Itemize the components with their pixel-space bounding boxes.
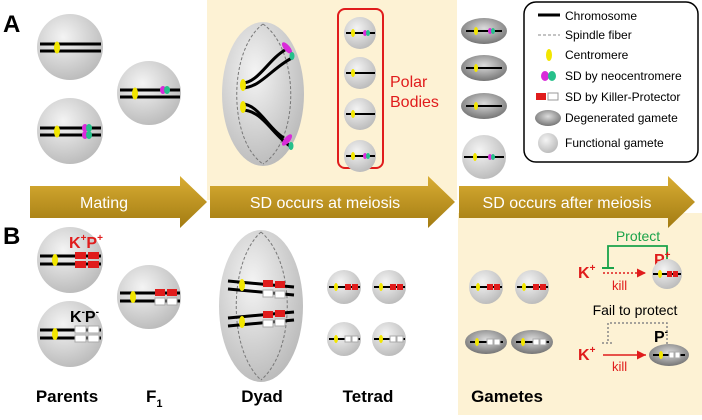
k-plus-label-top: K+: [578, 263, 596, 282]
legend-degenerated-swatch: [535, 110, 561, 126]
parent-cell-b2: [37, 301, 103, 367]
gamete-a-1: [461, 18, 507, 44]
legend-protector-swatch: [547, 92, 559, 101]
legend-neo-swatch-1: [541, 71, 549, 81]
meiosis-cell-a: [222, 22, 304, 166]
tetrad-cell-2: [372, 270, 406, 304]
legend-functional-swatch: [538, 133, 558, 153]
legend-neo-swatch-2: [548, 71, 556, 81]
legend-centromere-swatch: [546, 49, 552, 61]
label-f1: F1: [146, 387, 163, 410]
gamete-b-3: [465, 330, 507, 354]
f1-cell-b: [117, 265, 181, 329]
parent-cell-a2: [37, 98, 103, 164]
legend-centromere: Centromere: [565, 48, 629, 62]
gamete-b-1: [469, 270, 503, 304]
mating-arrow: Mating: [30, 176, 207, 228]
polar-body-3: [344, 98, 376, 130]
legend-degenerated: Degenerated gamete: [565, 111, 678, 125]
legend-chromosome: Chromosome: [565, 9, 637, 23]
kill-label-top: kill: [612, 278, 627, 293]
p-plus-label: P+: [654, 250, 671, 269]
genotype-kp-plus: K+P+: [69, 233, 103, 252]
gamete-b-2: [515, 270, 549, 304]
label-dyad: Dyad: [241, 387, 283, 406]
parent-cell-b1: [37, 227, 103, 293]
legend-killer-swatch: [536, 93, 546, 100]
label-gametes: Gametes: [471, 387, 543, 406]
dyad-cell: [219, 230, 303, 382]
after-meiosis-arrow: SD occurs after meiosis: [459, 176, 695, 228]
meiosis-arrow: SD occurs at meiosis: [210, 176, 455, 228]
polar-bodies-label-2: Bodies: [390, 94, 439, 111]
legend-spindle: Spindle fiber: [565, 28, 632, 42]
panel-label-b: B: [3, 223, 20, 250]
legend: Chromosome Spindle fiber Centromere SD b…: [523, 1, 699, 163]
f1-cell-a: [117, 61, 181, 125]
gamete-a-2: [461, 55, 507, 81]
tetrad-cell-3: [327, 322, 361, 356]
meiosis-arrow-label: SD occurs at meiosis: [250, 195, 400, 212]
genotype-kp-minus: K-P-: [70, 307, 99, 326]
k-plus-label-bottom: K+: [578, 345, 596, 364]
protect-label: Protect: [616, 228, 660, 244]
polar-bodies-label-1: Polar: [390, 74, 428, 91]
kill-label-bottom: kill: [612, 359, 627, 374]
polar-body-2: [344, 57, 376, 89]
fail-to-protect-mechanism: Fail to protect P- K+ kill: [578, 302, 689, 374]
panel-label-a: A: [3, 11, 20, 38]
gamete-a-4: [462, 135, 506, 179]
legend-neocentromere: SD by neocentromere: [565, 69, 682, 83]
legend-functional: Functional gamete: [565, 136, 664, 150]
polar-body-1: [344, 17, 376, 49]
gamete-b-4: [511, 330, 553, 354]
legend-killer-protector: SD by Killer-Protector: [565, 90, 680, 104]
label-parents: Parents: [36, 387, 98, 406]
p-minus-label: P-: [654, 327, 668, 346]
protect-mechanism: Protect P+ K+ kill: [578, 228, 682, 293]
after-meiosis-arrow-label: SD occurs after meiosis: [483, 195, 652, 212]
egg-cell: [344, 140, 376, 172]
mating-arrow-label: Mating: [80, 195, 128, 212]
gamete-a-3: [461, 93, 507, 119]
tetrad-cell-1: [327, 270, 361, 304]
parent-cell-a1: [37, 14, 103, 80]
fail-to-protect-label: Fail to protect: [593, 302, 678, 318]
tetrad-cell-4: [372, 322, 406, 356]
label-tetrad: Tetrad: [343, 387, 394, 406]
